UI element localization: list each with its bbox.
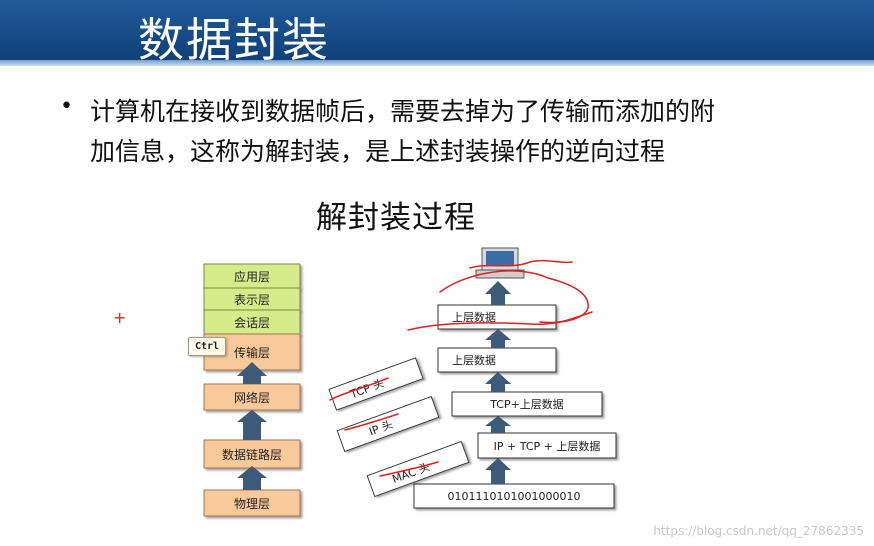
layer-label-physical: 物理层 xyxy=(234,497,270,511)
red-scribble xyxy=(379,461,439,477)
data-label-bits: 0101110101001000010 xyxy=(448,490,581,503)
up-arrow-icon xyxy=(485,329,511,348)
layer-box-physical xyxy=(203,489,301,517)
red-scribble xyxy=(469,259,573,269)
right-up-arrows xyxy=(485,281,511,484)
title-bar-shine xyxy=(0,60,874,66)
up-arrow-icon xyxy=(485,458,511,484)
data-unit-stack: 上层数据 上层数据 TCP+上层数据 IP + TCP + 上层数据 01011… xyxy=(413,304,617,509)
red-annotations xyxy=(329,259,593,477)
computer-icon xyxy=(475,247,525,279)
red-scribble xyxy=(344,413,399,431)
data-box-bits xyxy=(413,483,615,509)
layer-label-application: 应用层 xyxy=(234,269,270,284)
layer-label-session: 会话层 xyxy=(234,316,270,330)
bullet-icon: • xyxy=(60,94,73,119)
title-bar xyxy=(0,0,874,66)
data-label-upper-1: 上层数据 xyxy=(452,310,496,324)
data-label-tcp: TCP+上层数据 xyxy=(489,397,564,411)
bullet-line-1: 计算机在接收到数据帧后，需要去掉为了传输而添加的附 xyxy=(90,97,716,126)
removed-header-ip xyxy=(336,395,440,453)
bullet-line-2: 加信息，这称为解封装，是上述封装操作的逆向过程 xyxy=(90,137,666,166)
layer-label-network: 网络层 xyxy=(234,390,270,405)
red-scribble xyxy=(407,311,593,331)
up-arrow-icon xyxy=(237,466,267,490)
layer-box-application xyxy=(203,263,301,289)
layer-label-presentation: 表示层 xyxy=(234,293,270,307)
data-label-upper-2: 上层数据 xyxy=(452,353,496,367)
layer-box-session xyxy=(203,309,301,335)
removed-header-mac xyxy=(366,440,470,498)
data-box-ip xyxy=(477,432,617,459)
diagram-title: 解封装过程 xyxy=(316,200,476,236)
removed-headers: TCP 头 IP 头 MAC 头 xyxy=(328,357,470,498)
up-arrow-icon xyxy=(237,362,267,384)
up-arrow-icon xyxy=(237,410,267,440)
red-plus-mark: + xyxy=(113,308,127,327)
up-arrow-icon xyxy=(485,416,511,433)
left-up-arrows xyxy=(237,362,267,490)
up-arrow-icon xyxy=(485,281,511,305)
data-label-ip: IP + TCP + 上层数据 xyxy=(494,439,601,453)
osi-layer-stack: 应用层 表示层 会话层 传输层 网络层 数据链路层 物理层 xyxy=(203,263,301,517)
data-box-upper-2 xyxy=(437,347,557,373)
ctrl-key-tooltip: Ctrl xyxy=(188,337,226,356)
red-scribble xyxy=(439,270,589,324)
watermark: https://blog.csdn.net/qq_27862335 xyxy=(653,524,864,538)
removed-header-tcp xyxy=(328,357,424,411)
up-arrow-icon xyxy=(485,372,511,392)
slide-title: 数据封装 xyxy=(138,13,330,67)
layer-label-datalink: 数据链路层 xyxy=(222,447,282,462)
data-box-tcp xyxy=(451,391,603,417)
layer-box-network xyxy=(203,383,301,411)
red-scribble xyxy=(329,377,389,401)
layer-label-transport: 传输层 xyxy=(234,345,270,360)
